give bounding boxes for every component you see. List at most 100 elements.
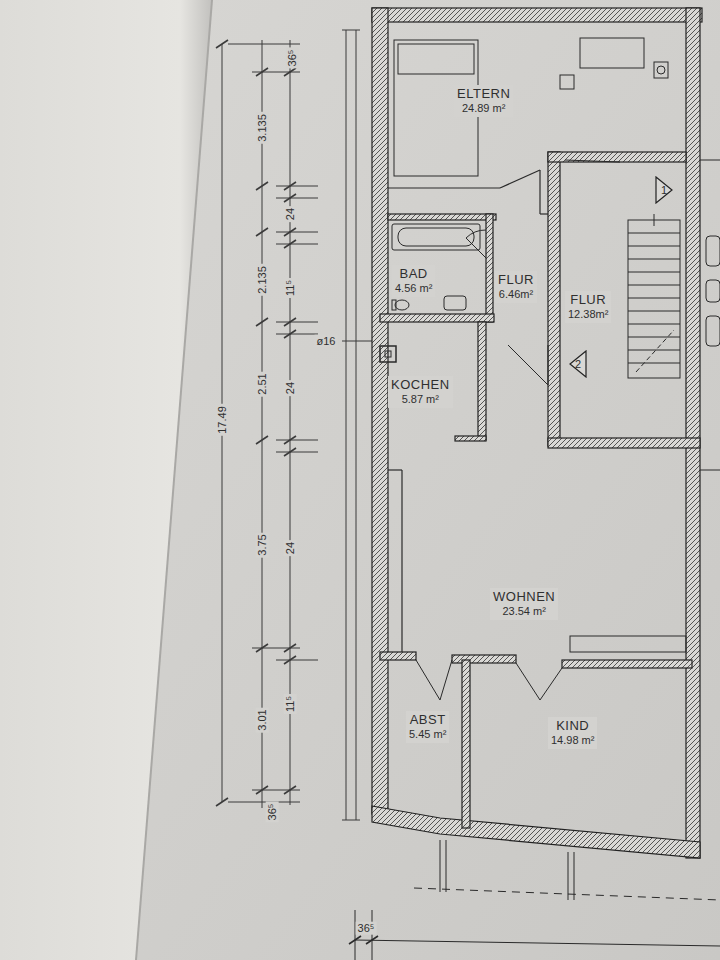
thin-walls xyxy=(388,170,548,652)
plan-line xyxy=(628,324,680,325)
dimension-label: 36⁵ xyxy=(356,922,377,935)
plan-line xyxy=(276,198,318,199)
plan-line xyxy=(580,38,644,68)
plan-line xyxy=(500,170,540,188)
plan-line xyxy=(349,936,361,944)
plan-line xyxy=(276,440,318,441)
marker-outline xyxy=(570,351,586,377)
room-label: ELTERN24.89 m² xyxy=(454,85,513,117)
room-area: 14.98 m² xyxy=(551,734,594,748)
plan-line xyxy=(392,300,396,310)
room-area: 5.45 m² xyxy=(409,728,446,742)
plan-line xyxy=(392,224,480,250)
plan-line xyxy=(262,40,263,808)
direction-marker: 2 xyxy=(569,350,587,378)
plan-line xyxy=(401,470,402,652)
plan-line xyxy=(462,660,470,828)
walls xyxy=(372,8,702,858)
plan-line xyxy=(516,663,562,700)
furniture xyxy=(380,38,686,652)
direction-marker: 1 xyxy=(655,176,673,204)
plan-line xyxy=(228,44,300,45)
plan-line xyxy=(548,152,560,446)
room-name: ELTERN xyxy=(457,86,510,102)
room-label: WOHNEN23.54 m² xyxy=(490,588,558,620)
plan-line xyxy=(388,214,496,220)
dimension-label: 2.51 xyxy=(256,371,269,396)
plan-line xyxy=(628,246,680,247)
marker-number: 1 xyxy=(655,176,673,204)
plan-line xyxy=(446,840,447,892)
plan-line xyxy=(628,220,680,378)
plan-line xyxy=(636,330,674,372)
dimension-label: 36⁵ xyxy=(286,48,299,69)
plan-line xyxy=(276,452,318,453)
room-area: 4.56 m² xyxy=(395,282,432,296)
plan-line xyxy=(216,40,296,806)
plan-line xyxy=(388,187,500,188)
room-name: BAD xyxy=(395,266,432,282)
plan-line xyxy=(252,790,300,791)
plan-line xyxy=(628,285,680,286)
plan-line xyxy=(628,350,680,351)
plan-line xyxy=(486,214,493,322)
dimension-label: 3.01 xyxy=(256,707,269,732)
plan-line xyxy=(276,244,318,245)
plan-line xyxy=(372,910,373,960)
plan-line xyxy=(355,910,356,960)
plan-line xyxy=(395,300,409,310)
room-label: FLUR6.46m² xyxy=(495,271,537,303)
plan-line xyxy=(276,186,318,187)
plan-line xyxy=(700,470,720,471)
dimension-label: 2.135 xyxy=(256,264,269,296)
plan-line xyxy=(398,44,474,74)
room-label: BAD4.56 m² xyxy=(392,265,435,297)
plan-line xyxy=(540,213,548,214)
plan-line xyxy=(568,852,569,900)
plan-line xyxy=(539,170,540,214)
plan-line xyxy=(276,232,318,233)
plan-line xyxy=(388,469,402,470)
room-label: FLUR12.38m² xyxy=(565,291,611,323)
plan-line xyxy=(700,160,720,161)
room-name: FLUR xyxy=(568,292,608,308)
plan-line xyxy=(276,334,318,335)
plan-line xyxy=(466,230,486,258)
plan-line xyxy=(372,8,388,814)
plan-line xyxy=(686,8,700,858)
plan-line xyxy=(372,806,700,858)
plan-line xyxy=(276,322,318,323)
dimension-label: 11⁵ xyxy=(284,694,297,714)
room-area: 12.38m² xyxy=(568,308,608,322)
room-name: WOHNEN xyxy=(493,589,555,605)
dimension-label: 11⁵ xyxy=(284,278,297,298)
plan-line xyxy=(628,298,680,299)
plan-line xyxy=(548,438,700,448)
plan-line xyxy=(228,802,300,803)
room-label: ABST5.45 m² xyxy=(406,711,449,743)
dimension-chain xyxy=(216,40,378,808)
marker-outline xyxy=(656,177,672,203)
plan-line xyxy=(628,337,680,338)
room-name: FLUR xyxy=(498,272,534,288)
pipe-label: ø16 xyxy=(315,335,338,348)
dimension-label: 17.49 xyxy=(216,404,229,436)
plan-line xyxy=(276,660,318,661)
dimension-label: 24 xyxy=(284,206,297,222)
plan-line xyxy=(414,888,720,900)
plan-line xyxy=(657,66,665,74)
facade-lines xyxy=(342,30,360,820)
neighbour-unit xyxy=(700,160,720,470)
plan-line xyxy=(256,436,268,444)
room-label: KIND14.98 m² xyxy=(548,717,597,749)
dimension-label: 24 xyxy=(284,380,297,396)
plan-line xyxy=(372,8,702,22)
plan-line xyxy=(216,40,228,48)
staircase xyxy=(628,214,680,378)
marker-number: 2 xyxy=(569,350,587,378)
plan-line xyxy=(706,316,720,346)
room-name: KOCHEN xyxy=(391,377,450,393)
plan-line xyxy=(706,236,720,266)
dimension-label: 3.75 xyxy=(256,532,269,557)
